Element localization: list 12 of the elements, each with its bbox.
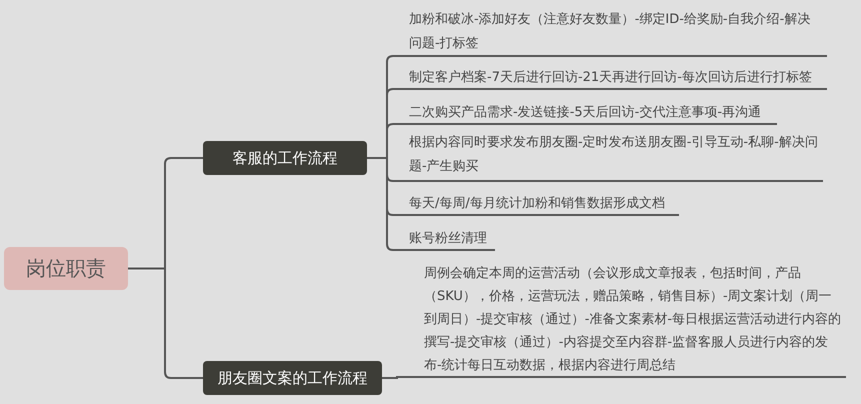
- underlined-topic-text: 根据内容同时要求发布朋友圈-定时发布送朋友圈-引导互动-私聊-解决问题-产生购买: [397, 131, 823, 182]
- underlined-topic-text: 周例会确定本周的运营活动（会议形成文章报表，包括时间，产品（SKU），价格，运营玩法，赠品策略，销售目标）-周文案计划（周一到周日）-提交审核（通过）-准备文案素材-每日根据运营活动进行内容的撰写-提交审核（通过）-内容提交至内容群-监督客服人员进行内容的发布-统计每日互动数据，根据内容进行周总结: [412, 260, 846, 378]
- underlined-topic-text: 加粉和破冰-添加好友（注意好友数量）-绑定ID-给奖励-自我介绍-解决问题-打标签: [397, 8, 827, 57]
- underlined-topic-text: 账号粉丝清理: [397, 227, 495, 251]
- connector-line: [128, 268, 203, 379]
- underlined-topic-text: 制定客户档案-7天后进行回访-21天再进行回访-每次回访后进行打标签: [397, 66, 827, 90]
- root-topic-box: 岗位职责: [4, 247, 128, 290]
- underlined-topic-text: 二次购买产品需求-发送链接-5天后回访-交代注意事项-再沟通: [397, 101, 777, 125]
- branch-topic-box: 朋友圈文案的工作流程: [203, 361, 382, 395]
- underlined-topic-text: 每天/每周/每月统计加粉和销售数据形成文档: [397, 192, 679, 216]
- branch-topic-box: 客服的工作流程: [203, 141, 367, 175]
- connector-line: [382, 376, 412, 379]
